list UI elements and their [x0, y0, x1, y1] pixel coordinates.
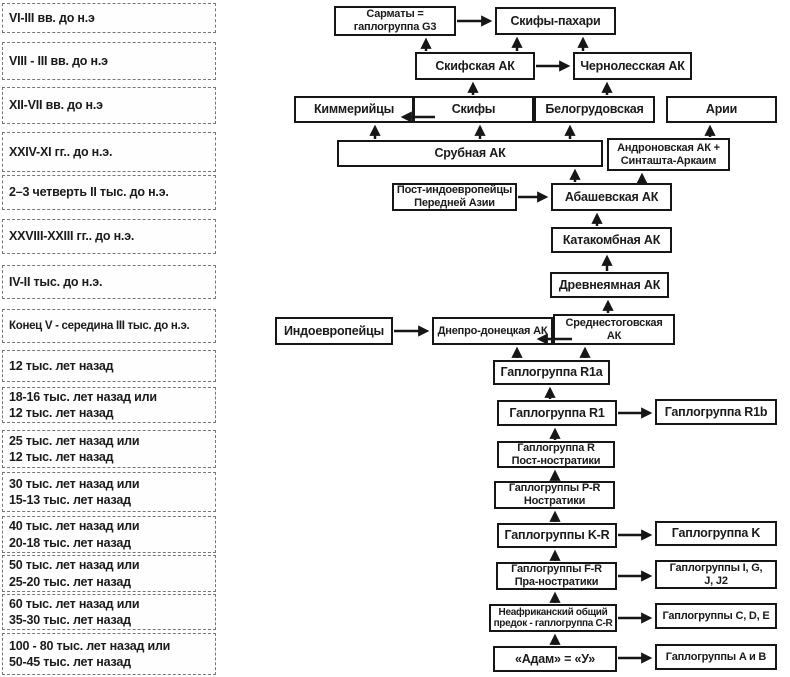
timeline-item-11: 25 тыс. лет назад или 12 тыс. лет назад	[2, 430, 216, 468]
timeline-item-14: 50 тыс. лет назад или 25-20 тыс. лет наз…	[2, 555, 216, 592]
timeline-item-5: 2–3 четверть II тыс. до н.э.	[2, 175, 216, 210]
node-dnepro-donetskaya-ak: Днепро-донецкая АК	[432, 317, 553, 345]
node-gaplogruppy-ab: Гаплогруппы A и B	[655, 644, 777, 670]
timeline-item-15: 60 тыс. лет назад или 35-30 тыс. лет наз…	[2, 594, 216, 630]
node-skify-pahari: Скифы-пахари	[495, 7, 616, 35]
timeline-item-16: 100 - 80 тыс. лет назад или 50-45 тыс. л…	[2, 633, 216, 675]
node-srubnaya-ak: Срубная АК	[337, 140, 603, 167]
node-gaplogruppy-cde: Гаплогруппы C, D, E	[655, 603, 777, 629]
timeline-item-1: VI-III вв. до н.э	[2, 3, 216, 33]
node-gaplogruppy-igjj2: Гаплогруппы I, G, J, J2	[655, 560, 777, 589]
node-gaplogruppy-pr: Гаплогруппы P-R Ностратики	[494, 481, 615, 509]
timeline-item-10: 18-16 тыс. лет назад или 12 тыс. лет наз…	[2, 387, 216, 423]
node-skifskaya-ak: Скифская АК	[415, 52, 535, 80]
node-belogrudovskaya: Белогрудовская	[534, 96, 655, 123]
timeline-item-3: XII-VII вв. до н.э	[2, 87, 216, 124]
node-srednestogovskaya-ak: Среднестоговская АК	[553, 314, 675, 345]
node-katakombnaya-ak: Катакомбная АК	[551, 227, 672, 253]
node-gaplogruppa-r1a: Гаплогруппа R1a	[493, 360, 610, 385]
node-post-indoevropeitsy: Пост-индоевропейцы Передней Азии	[392, 183, 517, 211]
timeline-item-9: 12 тыс. лет назад	[2, 350, 216, 382]
timeline-item-12: 30 тыс. лет назад или 15-13 тыс. лет наз…	[2, 472, 216, 512]
node-sarmaty: Сарматы = гаплогруппа G3	[334, 6, 456, 36]
node-arii: Арии	[666, 96, 777, 123]
node-gaplogruppa-r1b: Гаплогруппа R1b	[655, 399, 777, 425]
node-gaplogruppa-r: Гаплогруппа R Пост-ностратики	[497, 441, 615, 468]
timeline-item-13: 40 тыс. лет назад или 20-18 тыс. лет наз…	[2, 516, 216, 553]
node-gaplogruppa-k: Гаплогруппа K	[655, 521, 777, 546]
timeline-item-6: XXVIII-XXIII гг.. до н.э.	[2, 219, 216, 254]
timeline-item-8: Конец V - середина III тыс. до н.э.	[2, 309, 216, 343]
node-andronovskaya-ak: Андроновская АК + Синташта-Аркаим	[607, 138, 730, 171]
node-gaplogruppy-fr: Гаплогруппы F-R Пра-ностратики	[496, 562, 617, 590]
timeline-item-2: VIII - III вв. до н.э	[2, 42, 216, 80]
node-gaplogruppa-r1: Гаплогруппа R1	[497, 400, 617, 426]
node-chernolesskaya-ak: Чернолесская АК	[573, 52, 692, 80]
node-neafrikanskiy-predok: Неафриканский общий предок - гаплогруппа…	[489, 604, 617, 632]
node-indoevropeitsy: Индоевропейцы	[275, 317, 393, 345]
timeline-item-7: IV-II тыс. до н.э.	[2, 265, 216, 299]
node-kimmeriitsy: Киммерийцы	[294, 96, 414, 123]
node-abashevskaya-ak: Абашевская АК	[551, 183, 672, 211]
node-adam: «Адам» = «У»	[493, 646, 617, 672]
node-drevneyamnaya-ak: Древнеямная АК	[550, 272, 669, 298]
node-skify: Скифы	[413, 96, 534, 123]
timeline-item-4: XXIV-XI гг.. до н.э.	[2, 132, 216, 172]
node-gaplogruppy-kr: Гаплогруппы K-R	[497, 523, 617, 548]
